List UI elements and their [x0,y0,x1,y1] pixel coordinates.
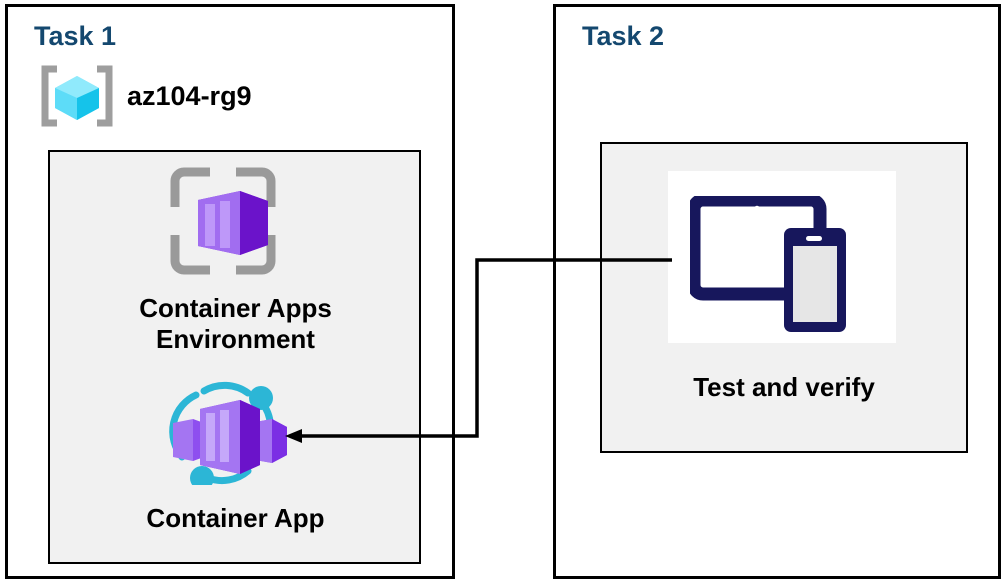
test-and-verify-label: Test and verify [693,372,875,402]
resource-group-icon [41,65,113,127]
task-1-panel: Task 1 az104-rg9 [5,4,455,579]
container-apps-environment-label: Container Apps Environment [139,293,332,354]
task-1-title: Task 1 [34,21,117,51]
resource-group-label: az104-rg9 [127,80,252,111]
test-and-verify-icon [687,193,876,336]
resource-group-row: az104-rg9 [41,65,252,127]
container-app-label: Container App [146,503,325,533]
task-2-title: Task 2 [582,21,665,51]
container-apps-environment-icon [168,165,278,277]
container-app-icon [160,379,294,490]
